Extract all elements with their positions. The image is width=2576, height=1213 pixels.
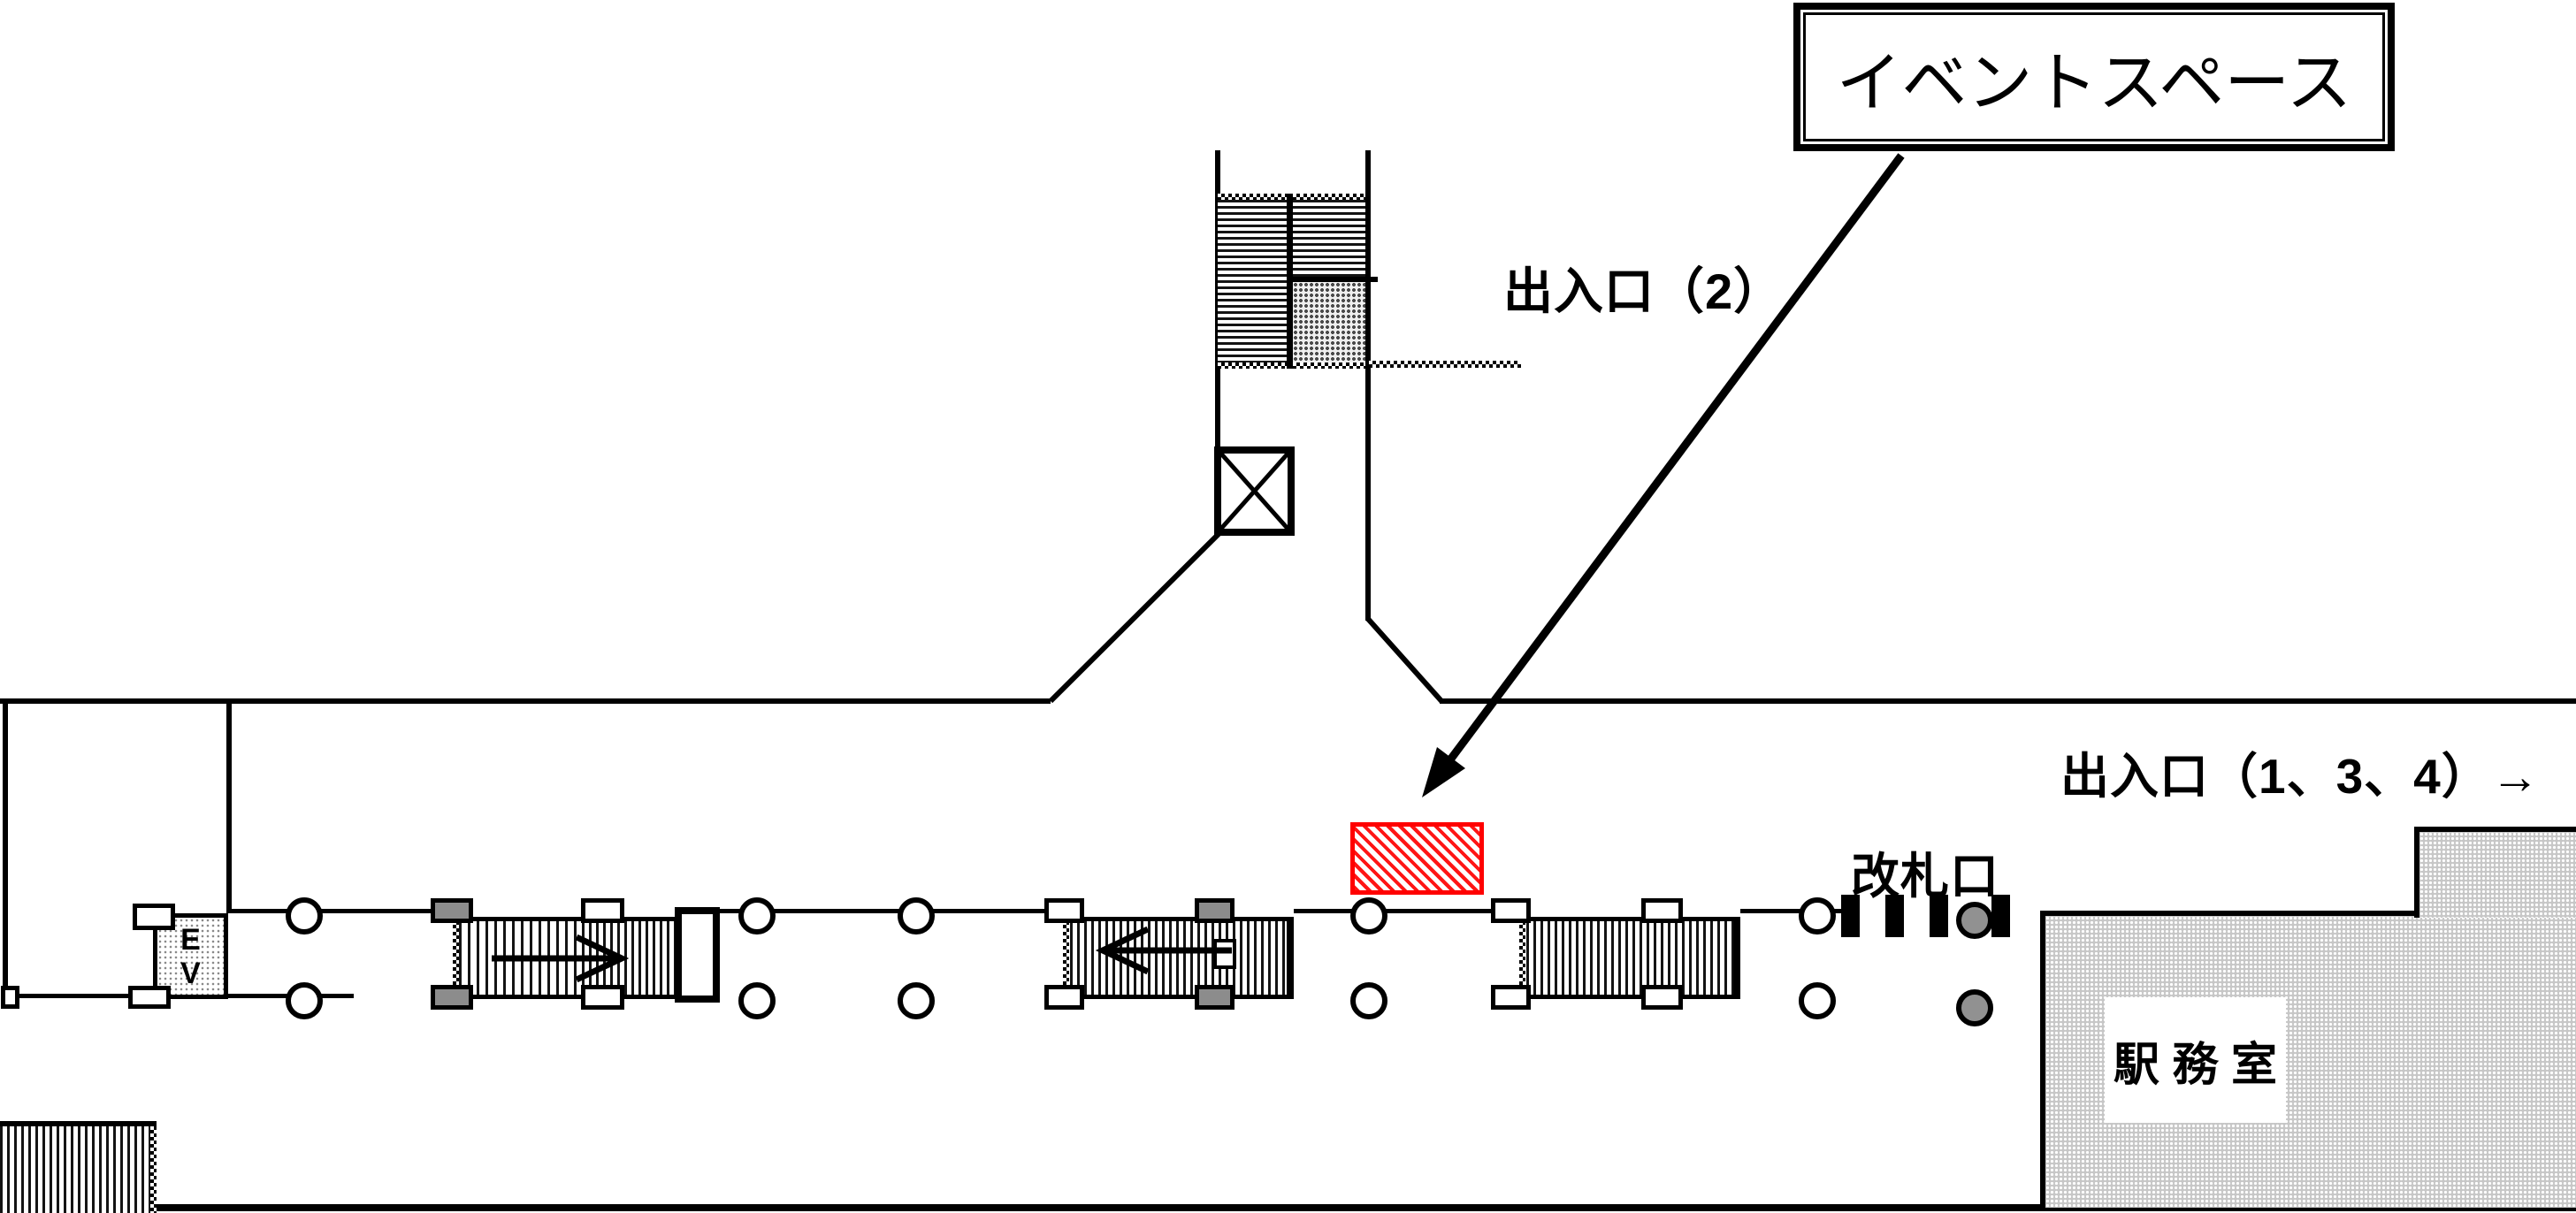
event-space-area xyxy=(1350,822,1484,895)
pillar xyxy=(738,897,776,935)
escalator-1-body xyxy=(453,917,675,999)
exit2-label: 出入口（2） xyxy=(1503,263,1785,319)
pillar xyxy=(286,982,323,1019)
event-space-callout-inner: イベントスペース xyxy=(1803,12,2385,141)
stair-divider-vertical xyxy=(1287,194,1293,369)
stair-comb-bottom-left xyxy=(1218,362,1290,369)
pillar xyxy=(738,982,776,1019)
escalator-2-exit-rail xyxy=(1044,985,1084,1010)
stair-divider-horizontal xyxy=(1293,277,1365,282)
stair-comb-top-left xyxy=(1218,194,1290,200)
door-marker xyxy=(133,904,175,930)
pillar xyxy=(898,982,935,1019)
room-divider-wall xyxy=(226,698,232,913)
pillar xyxy=(1350,897,1387,935)
ticket-gate-bar xyxy=(1991,895,2010,937)
exit2-escalator xyxy=(1293,282,1365,369)
escalator-1-comb xyxy=(453,921,459,995)
funnel-diagonal-right xyxy=(1365,617,1445,704)
ticket-gate-bar xyxy=(1841,895,1860,937)
stairs-3-mid-rail xyxy=(1641,898,1683,923)
escalator-2-exit-rail xyxy=(1044,898,1084,923)
shaft-cross xyxy=(1218,450,1291,532)
escalator-1-mid-rail xyxy=(581,985,624,1010)
escalator-1-mid-rail xyxy=(581,898,624,923)
hall-bottom-boundary xyxy=(0,1204,2576,1211)
elevator-letter-e: E xyxy=(180,922,201,957)
ground-level-threshold xyxy=(1369,361,1521,368)
door-marker xyxy=(1,986,19,1009)
event-space-callout: イベントスペース xyxy=(1793,3,2395,151)
exit2-stairs-short xyxy=(1293,194,1365,281)
stairs-3-mid-rail xyxy=(1641,985,1683,1010)
ticket-gates-label: 改札口 xyxy=(1851,849,2000,904)
pillar-line-seg2 xyxy=(720,909,1045,913)
pillar xyxy=(1350,982,1387,1019)
shaft-cross xyxy=(1218,450,1291,532)
ticket-gate-bar xyxy=(1885,895,1904,937)
exits134-label: 出入口（1、3、4）→ xyxy=(2060,749,2541,804)
pillar xyxy=(1799,982,1836,1019)
escalator-1-entry-rail xyxy=(431,898,473,923)
wall-tick xyxy=(1371,277,1378,282)
escalator-2-entry-rail xyxy=(1195,898,1234,923)
platform-stairs-comb xyxy=(150,1126,157,1213)
pillar-gray xyxy=(1956,902,1993,939)
pillar xyxy=(898,897,935,935)
escalator-1-stripes-b xyxy=(582,921,675,995)
shaft-box xyxy=(1214,446,1295,536)
event-space-callout-text: イベントスペース xyxy=(1836,45,2352,119)
pillar-line-seg1 xyxy=(228,909,431,913)
pillar-gray xyxy=(1956,989,1993,1026)
pillar xyxy=(1799,897,1836,935)
hall-top-wall-right xyxy=(1440,698,2576,704)
stair-comb-top-right xyxy=(1293,194,1365,200)
station-office-text: 駅 務 室 xyxy=(2114,1039,2277,1091)
corridor-wall-right xyxy=(1365,150,1371,621)
elevator-letter-v: V xyxy=(180,956,201,990)
escalator-1-landing xyxy=(675,907,720,1003)
escalator-1-entry-rail xyxy=(431,985,473,1010)
escalator-2-comb xyxy=(1063,921,1069,995)
escalator-1-stripes-a xyxy=(459,921,582,995)
pillar-line-seg4 xyxy=(1740,909,1841,913)
pillar xyxy=(286,897,323,935)
escalator-2-body xyxy=(1063,917,1294,999)
hall-top-wall-left xyxy=(0,698,1051,704)
stairs-3-body xyxy=(1519,917,1740,999)
ticket-gate-bar xyxy=(1930,895,1948,937)
exit2-stairs-long xyxy=(1218,194,1290,369)
pillar-line-seg3 xyxy=(1294,909,1492,913)
station-office-tower xyxy=(2414,827,2576,918)
escalator-2-entry-rail xyxy=(1195,985,1234,1010)
escalator-2-motor-box xyxy=(1213,939,1236,969)
funnel-diagonal-left xyxy=(1048,531,1221,704)
door-marker xyxy=(128,986,171,1009)
stairs-3-end-rail xyxy=(1491,898,1531,923)
stairs-3-end-rail xyxy=(1491,985,1531,1010)
platform-stairs-southwest xyxy=(0,1121,157,1213)
station-office-label: 駅 務 室 xyxy=(2105,997,2286,1123)
stairs-3-comb xyxy=(1519,921,1525,995)
stair-comb-bottom-right xyxy=(1293,362,1365,369)
hall-left-wall xyxy=(3,698,8,999)
